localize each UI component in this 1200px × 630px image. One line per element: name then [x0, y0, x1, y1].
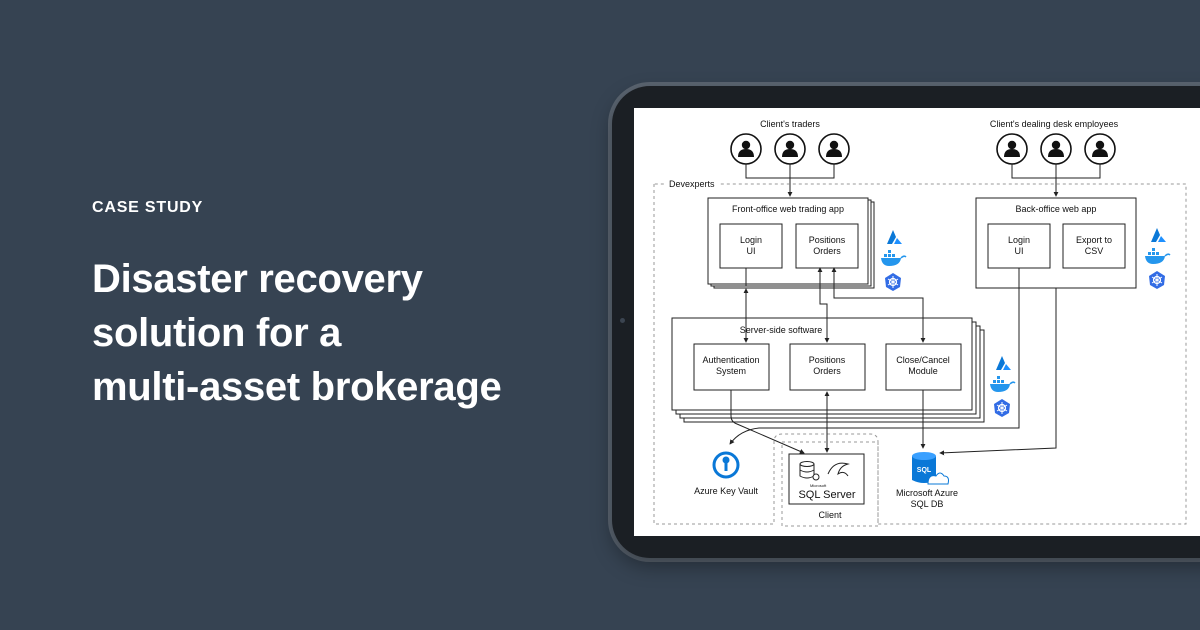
azure-sql-badge: SQL: [917, 467, 932, 474]
tablet-camera: [620, 318, 625, 323]
trader-user-icon-2: [774, 133, 806, 165]
back-login-line1: Login: [1008, 235, 1030, 245]
page-title: Disaster recovery solution for a multi-a…: [92, 252, 572, 414]
kubernetes-icon: [1148, 270, 1166, 290]
server-close-line2: Module: [908, 366, 938, 376]
sql-server-logo-icon: [827, 462, 850, 477]
server-positions-line2: Orders: [813, 366, 841, 376]
azure-sql-line2: SQL DB: [911, 499, 944, 509]
server-side-title: Server-side software: [740, 325, 823, 335]
server-positions-line1: Positions: [809, 355, 846, 365]
devexperts-label: Devexperts: [669, 179, 715, 189]
azure-icon: [887, 230, 902, 244]
front-office-app: Front-office web trading app Login UI Po…: [707, 197, 875, 289]
front-office-title: Front-office web trading app: [732, 204, 844, 214]
front-positions-line1: Positions: [809, 235, 846, 245]
client-label: Client: [818, 510, 842, 520]
client-traders-label: Client's traders: [760, 119, 820, 129]
trader-user-icon-1: [730, 133, 762, 165]
server-auth-line2: System: [716, 366, 746, 376]
front-login-line1: Login: [740, 235, 762, 245]
kubernetes-icon: [993, 398, 1011, 418]
sql-server-box: Microsoft SQL Server: [788, 453, 865, 505]
azure-sql-icon: SQL: [912, 452, 949, 485]
trader-user-icon-3: [818, 133, 850, 165]
back-office-title: Back-office web app: [1016, 204, 1097, 214]
dealer-user-icon-1: [996, 133, 1028, 165]
sql-server-small-label: Microsoft: [810, 483, 827, 488]
client-boundary: [781, 441, 879, 527]
azure-icon: [996, 356, 1011, 370]
title-line-1: Disaster recovery: [92, 257, 423, 301]
kubernetes-icon: [884, 272, 902, 292]
server-side-software: Server-side software Authentication Syst…: [671, 317, 985, 423]
docker-icon: [880, 249, 907, 267]
back-export-line1: Export to: [1076, 235, 1112, 245]
server-auth-line1: Authentication: [702, 355, 759, 365]
front-login-line2: UI: [747, 246, 756, 256]
azure-sql-line1: Microsoft Azure: [896, 488, 958, 498]
devexperts-boundary: [653, 183, 1187, 525]
back-export-line2: CSV: [1085, 246, 1104, 256]
case-study-label: CASE STUDY: [92, 199, 204, 216]
title-line-3: multi-asset brokerage: [92, 365, 502, 409]
back-login-line2: UI: [1015, 246, 1024, 256]
dealing-desk-label: Client's dealing desk employees: [990, 119, 1119, 129]
dealer-user-icon-2: [1040, 133, 1072, 165]
title-line-2: solution for a: [92, 311, 342, 355]
front-positions-line2: Orders: [813, 246, 841, 256]
docker-icon: [1144, 247, 1171, 265]
key-vault-label: Azure Key Vault: [694, 486, 758, 496]
azure-icon: [1151, 228, 1166, 242]
sql-server-label: SQL Server: [798, 489, 855, 501]
tablet-screen: Client's traders Client's dealing desk e…: [634, 108, 1200, 536]
back-office-app: Back-office web app Login UI Export to C…: [975, 197, 1137, 289]
dealer-user-icon-3: [1084, 133, 1116, 165]
server-close-line1: Close/Cancel: [896, 355, 950, 365]
key-vault-icon: [712, 451, 740, 479]
docker-icon: [989, 375, 1016, 393]
architecture-diagram: Client's traders Client's dealing desk e…: [653, 119, 1187, 527]
database-icon: [799, 461, 820, 481]
